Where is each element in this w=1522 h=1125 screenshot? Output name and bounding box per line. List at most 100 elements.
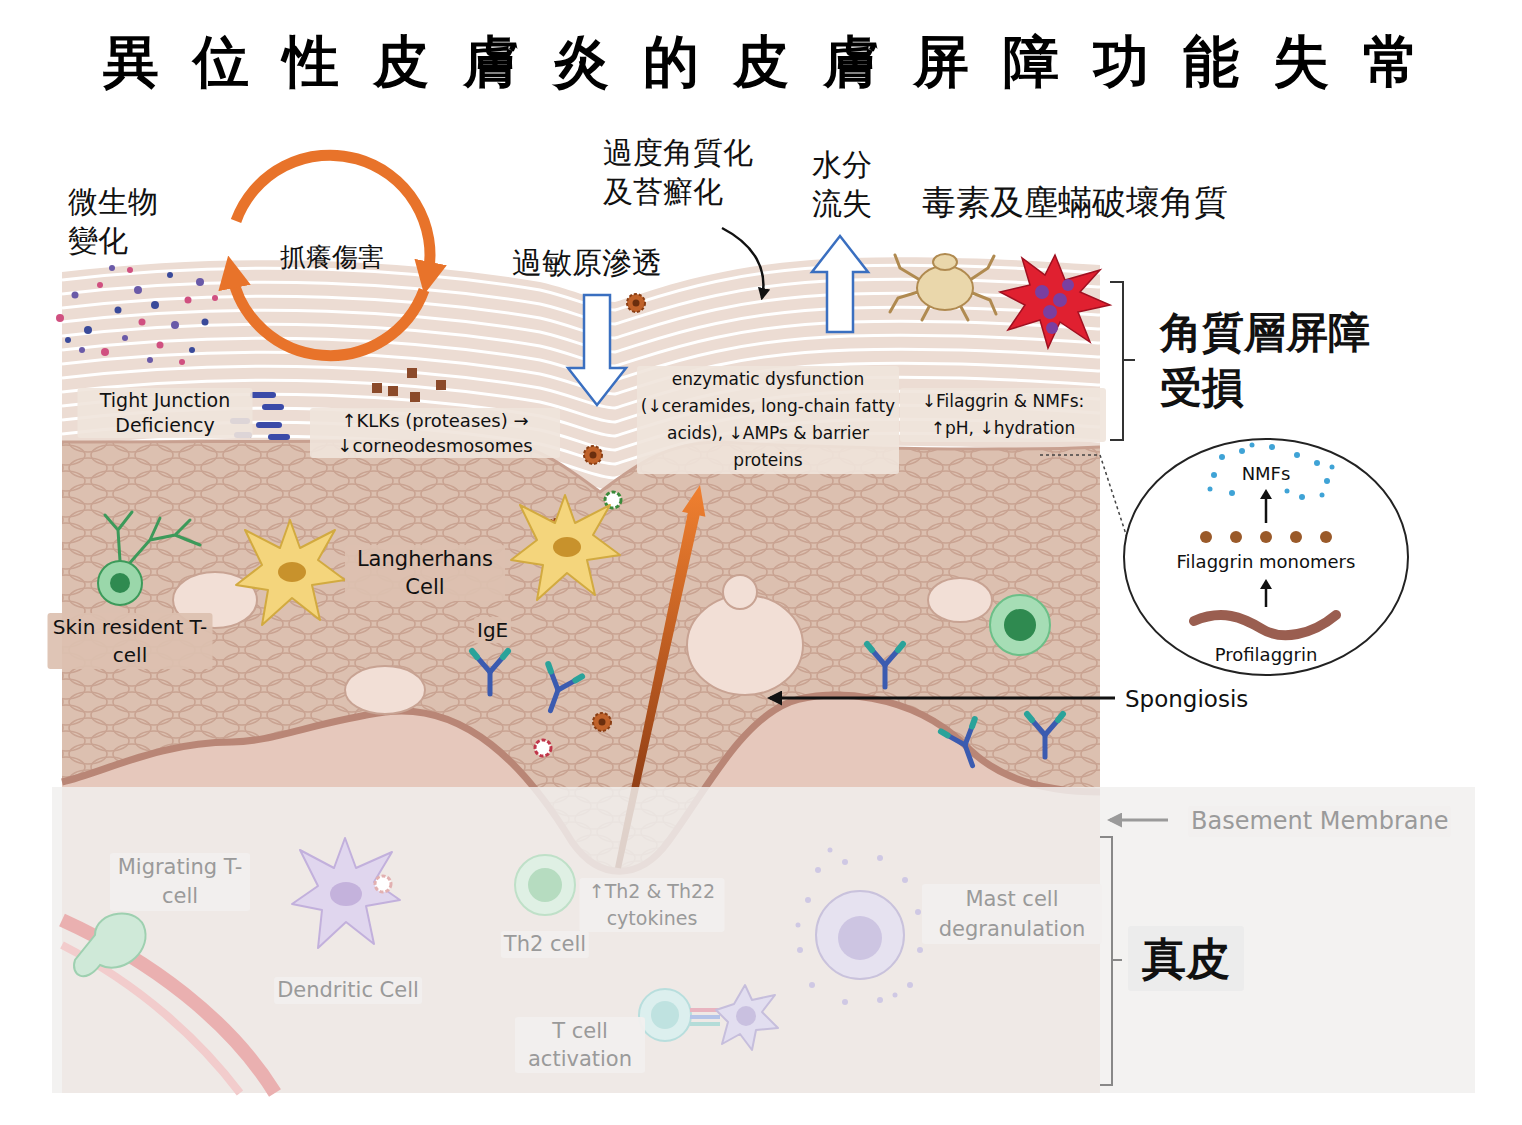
inset-outline-part-part bbox=[1219, 454, 1225, 460]
microbes-part bbox=[84, 326, 92, 334]
allergen-particles-part bbox=[535, 740, 551, 756]
microbes-part bbox=[127, 267, 133, 273]
inset-outline-part-part bbox=[1250, 443, 1255, 448]
langerhans-cells-part bbox=[553, 537, 581, 557]
langerhans-cells-part bbox=[511, 495, 620, 600]
microbes-part bbox=[212, 295, 218, 301]
dermis-figures-part bbox=[651, 1001, 679, 1029]
dust-mite-part-part bbox=[895, 255, 920, 280]
inset-outline-part bbox=[1260, 489, 1272, 499]
inset-text: NMFs bbox=[1122, 463, 1410, 485]
tight-junction-dashes-part bbox=[250, 392, 276, 398]
allergen-particles-part bbox=[584, 446, 602, 464]
dermis-figures-part bbox=[375, 876, 391, 892]
microbes-part bbox=[79, 347, 85, 353]
label-text: Mast cell degranulation bbox=[922, 884, 1102, 944]
microbes-part bbox=[122, 335, 128, 341]
inset-outline-part-part bbox=[1290, 531, 1302, 543]
tight-junction-dashes-part bbox=[262, 404, 284, 410]
label-text: Dendritic Cell bbox=[274, 977, 422, 1004]
inset-outline-part bbox=[1265, 497, 1268, 523]
label-text: 毒素及塵蟎破壞角質 bbox=[922, 180, 1228, 224]
dermis-figures-part-part bbox=[877, 855, 883, 861]
microbes-part bbox=[167, 272, 173, 278]
scratch-cycle bbox=[232, 155, 430, 355]
dermis-figures-part bbox=[639, 989, 691, 1041]
skin-layers-part bbox=[62, 441, 1100, 492]
microbes-part bbox=[157, 342, 164, 349]
scratch-cycle-part bbox=[236, 155, 430, 275]
dust-mite-part-part bbox=[970, 256, 994, 280]
dermis-figures-part bbox=[292, 838, 400, 948]
epidermal-cell-part bbox=[990, 595, 1050, 655]
inset-outline-part-part bbox=[1230, 531, 1242, 543]
dust-mite-part-part bbox=[960, 305, 968, 320]
skin-resident-t-cell bbox=[98, 512, 200, 605]
inset-outline-part-part bbox=[1211, 472, 1217, 478]
ige-antibodies bbox=[472, 644, 1063, 772]
microbes-part bbox=[151, 301, 159, 309]
dermis-figures-part bbox=[838, 916, 882, 960]
dermis-figures-part bbox=[796, 848, 924, 1006]
dermis-figures-part-part bbox=[915, 909, 921, 915]
langerhans-cells-part bbox=[278, 562, 306, 582]
label-text: ↑KLKs (proteases) → ↓corneodesmosomes bbox=[310, 408, 560, 458]
inset-outline-part bbox=[1194, 615, 1336, 635]
dermis-figures-part-part bbox=[797, 947, 803, 953]
label-text: ↓Filaggrin & NMFs: ↑pH, ↓hydration bbox=[900, 388, 1106, 442]
label-text: enzymatic dysfunction (↓ceramides, long-… bbox=[637, 366, 899, 474]
allergen-particles-part bbox=[627, 294, 645, 312]
skin-layers-part-part bbox=[62, 307, 1100, 352]
inset-outline-part-part bbox=[1285, 489, 1290, 494]
spongiosis-gaps-part bbox=[687, 595, 803, 695]
dermis-figures-part-part bbox=[917, 947, 923, 953]
skin-resident-t-cell-part bbox=[98, 561, 142, 605]
inset-outline-part-part bbox=[1320, 493, 1325, 498]
tight-junction-dashes-part bbox=[268, 434, 290, 440]
inset-outline-part-part bbox=[1320, 531, 1332, 543]
label-text: ↑Th2 & Th22 cytokines bbox=[580, 878, 725, 932]
label-text: 水分 流失 bbox=[812, 145, 878, 223]
inset-circle: NMFsFilaggrin monomersProfilaggrin bbox=[1122, 437, 1410, 677]
dust-mite-part bbox=[917, 266, 973, 310]
klk-proteases-part bbox=[410, 392, 420, 402]
dermis-figures-part-part bbox=[809, 982, 815, 988]
microbes-part bbox=[147, 357, 153, 363]
label-text: 真皮 bbox=[1128, 926, 1244, 991]
dust-mite-part-part bbox=[922, 305, 930, 320]
dermis-figures-part-part bbox=[893, 993, 898, 998]
spongiosis-gaps-part bbox=[928, 578, 992, 622]
inset-text: Filaggrin monomers bbox=[1122, 551, 1410, 573]
dermis-figures-part-part bbox=[907, 982, 913, 988]
dermis-figures-part-part bbox=[902, 877, 908, 883]
dust-mite-part bbox=[890, 255, 996, 320]
microbes bbox=[56, 265, 218, 365]
skin-resident-t-cell-part bbox=[110, 573, 130, 593]
skin-layers-part-part bbox=[62, 321, 1100, 366]
dermis-figures-part bbox=[74, 914, 146, 977]
microbes-part bbox=[185, 297, 192, 304]
label-text: Th2 cell bbox=[501, 931, 589, 958]
inset-outline-part-part bbox=[1330, 465, 1335, 470]
annotation-lines-part bbox=[1100, 837, 1122, 1085]
klk-proteases-part bbox=[436, 380, 446, 390]
dust-mite-part-part bbox=[970, 292, 996, 314]
dermis-figures-part-part bbox=[877, 997, 883, 1003]
toxin-burst-part bbox=[1035, 285, 1049, 299]
annotation-lines-part bbox=[1110, 282, 1135, 440]
dermis-figures-part bbox=[816, 891, 904, 979]
microbes-part bbox=[139, 319, 146, 326]
klk-proteases bbox=[372, 368, 446, 402]
inset-text: Profilaggrin bbox=[1122, 644, 1410, 666]
toxin-burst bbox=[1000, 255, 1110, 348]
inset-outline-part-part bbox=[1314, 460, 1320, 466]
skin-resident-t-cell-part bbox=[105, 512, 200, 565]
label-text: Tight Junction Deficiency bbox=[78, 388, 253, 438]
spongiosis-gaps-part bbox=[723, 575, 757, 609]
microbes-part bbox=[65, 337, 71, 343]
microbes-part bbox=[134, 286, 142, 294]
dermis-figures-part-part bbox=[805, 897, 811, 903]
microbes-part bbox=[97, 282, 103, 288]
label-text: Spongiosis bbox=[1125, 684, 1248, 714]
microbes-part bbox=[101, 348, 109, 356]
